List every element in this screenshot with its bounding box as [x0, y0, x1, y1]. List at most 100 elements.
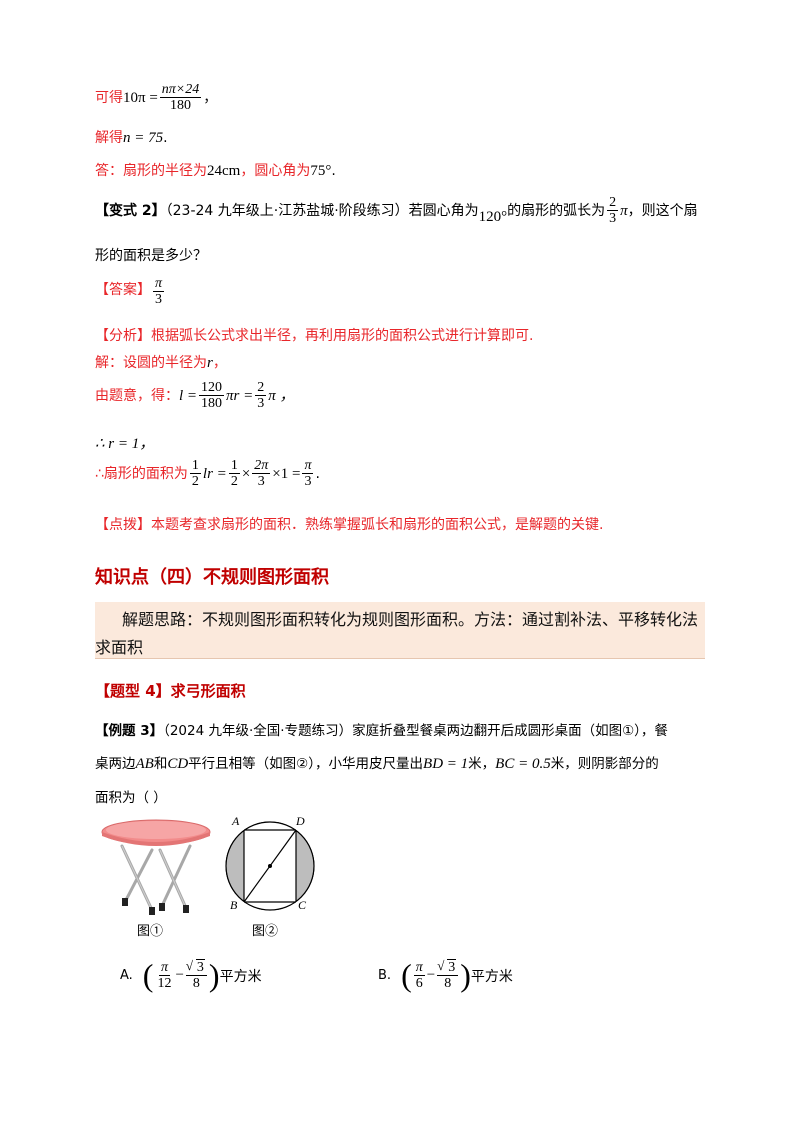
option-a-a-den: 12 [157, 976, 172, 991]
variant2-text2: 的扇形的弧长为 [507, 202, 606, 219]
figure-2-caption: 图② [252, 923, 279, 938]
sol4-f3n: 2π [252, 458, 271, 475]
sol4-times: × [241, 465, 251, 482]
option-b-label: B. [378, 968, 392, 983]
ex3-l2a: 桌两边 [95, 756, 136, 772]
variant2-text3: ，则这个扇 [627, 202, 698, 219]
sol4-f3d: 3 [257, 474, 265, 490]
section-heading: 知识点（四）不规则图形面积 [95, 567, 329, 588]
arc-den: 3 [609, 211, 617, 227]
example3-line-3: 面积为（ ） [95, 790, 167, 806]
label-D: D [296, 814, 305, 828]
variant2-source: （23-24 九年级上·江苏盐城·阶段练习）若圆心角为 [165, 202, 479, 219]
variant2-angle: 120° [478, 208, 508, 225]
line2-suffix: . [163, 130, 168, 146]
option-b[interactable]: B. ( π6 − 38 ) 平方米 [378, 957, 513, 994]
sol4-f4n: π [302, 458, 314, 475]
answer-tag: 【答案】 [95, 281, 151, 298]
answer-mid: ，圆心角为 [240, 163, 311, 179]
answer-prefix: 答：扇形的半径为 [95, 163, 207, 179]
answer-suffix: . [331, 163, 336, 179]
sol2-prefix: 由题意，得： [95, 387, 179, 404]
sol4-suffix: . [315, 465, 320, 482]
option-b-a-den: 6 [415, 976, 423, 991]
line1-den: 180 [170, 98, 192, 114]
close-paren: ) [208, 957, 220, 993]
answer-radius: 24cm [207, 163, 241, 179]
hint-line-1: 解题思路：不规则图形面积转化为规则图形面积。方法：通过割补法、平移转化法 [122, 610, 699, 629]
sol4-f1n: 1 [189, 458, 201, 475]
folding-table-image [101, 819, 211, 915]
circle-rectangle-diagram [225, 821, 315, 911]
label-C: C [298, 898, 307, 912]
sol1-prefix: 解：设圆的半径为 [95, 355, 207, 371]
ex3-l2c: 平行且相等（如图②），小华用皮尺量出 [188, 756, 424, 772]
figure-1-caption: 图① [137, 923, 164, 938]
variant2-line-2: 形的面积是多少？ [95, 245, 207, 265]
analysis: 【分析】根据弧长公式求出半径，再利用扇形的面积公式进行计算即可. [95, 328, 534, 344]
line1-lhs: 10π = [123, 89, 158, 106]
answer-den: 3 [155, 292, 162, 308]
option-a-unit: 平方米 [219, 968, 262, 985]
ex3-bc: BC = 0.5 [495, 756, 551, 772]
sol2-mid: πr = [226, 387, 254, 404]
label-B: B [230, 898, 238, 912]
arc-pi: π [620, 202, 628, 219]
option-a-b-den: 8 [192, 976, 200, 991]
sol3-text: ∴ r = 1， [95, 436, 155, 452]
option-b-unit: 平方米 [470, 968, 513, 985]
line2-prefix: 解得 [95, 130, 123, 146]
option-b-a-num: π [413, 959, 425, 976]
ex3-l2b: 和 [153, 756, 168, 772]
sol4-lr: lr = [202, 465, 227, 482]
solution-step-3: ∴ r = 1， [95, 432, 154, 453]
example3-line-2: 桌两边AB和CD平行且相等（如图②），小华用皮尺量出BD = 1米，BC = 0… [95, 752, 659, 773]
variant2-line-1: 【变式 2】（23-24 九年级上·江苏盐城·阶段练习）若圆心角为120°的扇形… [95, 195, 698, 227]
ex3-l2e: 米，则阴影部分的 [550, 756, 659, 772]
line1-num: nπ×24 [159, 82, 202, 99]
sol2-den: 180 [201, 396, 223, 412]
solution-line-2: 解得n = 75. [95, 127, 168, 147]
example3-line1: （2024 九年级·全国·专题练习）家庭折叠型餐桌两边翻开后成圆形桌面（如图①）… [163, 723, 668, 739]
option-b-b-num: 3 [447, 958, 457, 975]
sol4-f2n: 1 [228, 458, 240, 475]
open-paren: ( [142, 957, 154, 993]
close-paren: ) [460, 957, 471, 993]
answer-angle: 75° [310, 163, 332, 179]
sol4-times2: ×1 = [272, 465, 301, 482]
ex3-l2d: 米， [468, 756, 496, 772]
tip: 【点拨】本题考查求扇形的面积．熟练掌握弧长和扇形的面积公式，是解题的关键. [95, 517, 604, 533]
sol1-suffix: ， [212, 355, 227, 371]
option-a-label: A. [120, 968, 133, 983]
sol4-prefix: ∴扇形的面积为 [95, 465, 188, 482]
sol2-l: l = [179, 387, 198, 404]
ex3-cd: CD [167, 756, 189, 772]
option-a-a-num: π [158, 959, 170, 976]
arc-num: 2 [607, 195, 619, 212]
minus-sign: − [426, 967, 436, 983]
line1-prefix: 可得 [95, 89, 123, 106]
open-paren: ( [401, 957, 412, 993]
line1-suffix: ， [203, 89, 218, 106]
hint-line-2: 求面积 [95, 638, 144, 657]
option-a[interactable]: A. ( π12 − 38 ) 平方米 [120, 957, 262, 994]
example3-tag: 【例题 3】 [95, 723, 164, 739]
example3-line-1: 【例题 3】（2024 九年级·全国·专题练习）家庭折叠型餐桌两边翻开后成圆形桌… [95, 719, 668, 739]
label-A: A [232, 814, 240, 828]
sol1-var: r [207, 355, 213, 371]
ex3-bd: BD = 1 [423, 756, 469, 772]
option-a-frac2: 38 [185, 959, 207, 992]
sol2-num2: 2 [255, 380, 267, 397]
hint-box: 解题思路：不规则图形面积转化为规则图形面积。方法：通过割补法、平移转化法 求面积 [95, 602, 705, 659]
